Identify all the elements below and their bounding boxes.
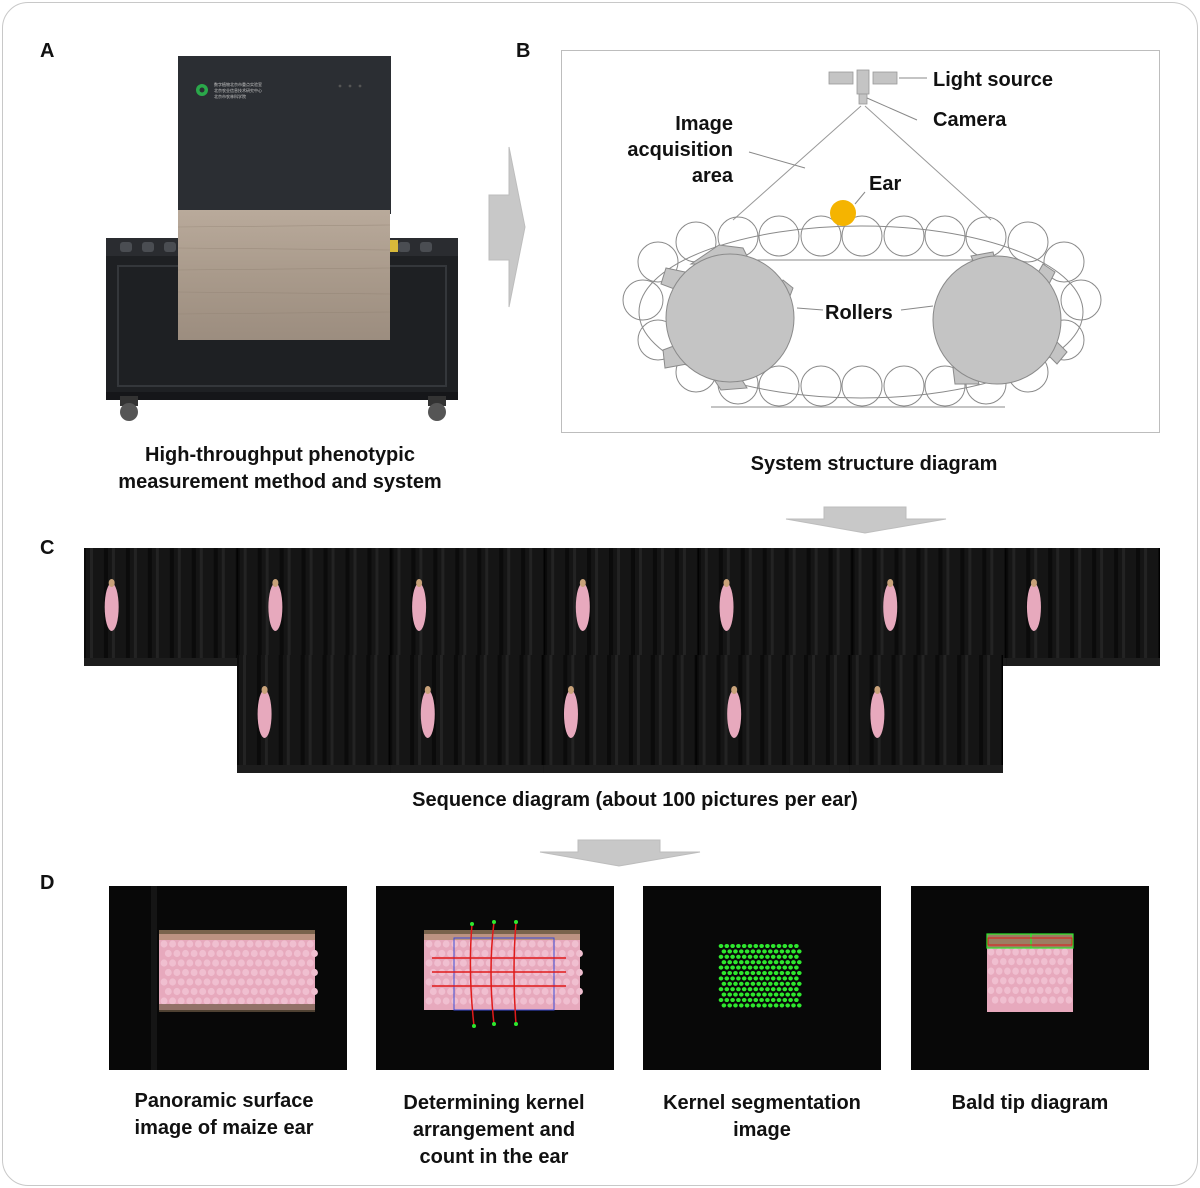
maize-ear-icon	[412, 583, 427, 631]
image-area-label-line2: acquisition	[627, 139, 733, 161]
maize-ear-icon	[1026, 583, 1041, 631]
d-caption-bald-tip-line1: Bald tip diagram	[951, 1092, 1109, 1114]
maize-ear-icon	[268, 583, 283, 631]
light-source-label: Light source	[933, 69, 1053, 91]
system-structure-diagram: Light source Camera Image acquisition ar…	[561, 50, 1160, 433]
d-caption-segmentation: Kernel segmentation image	[642, 1090, 882, 1144]
roller-left	[660, 244, 795, 391]
d-caption-arrangement-line1: Determining kernel	[403, 1092, 585, 1114]
d-caption-panoramic-line2: image of maize ear	[134, 1117, 314, 1139]
panel-a-caption: High-throughput phenotypic measurement m…	[80, 442, 480, 496]
panel-d-letter: D	[40, 872, 55, 894]
kernel-segmentation-image	[643, 886, 881, 1070]
machine-logo-line3: 北京市农林科学院	[214, 93, 246, 99]
maize-ear-icon	[727, 690, 742, 738]
kernel-arrangement-image	[376, 886, 614, 1070]
d-caption-arrangement-line3: count in the ear	[419, 1146, 569, 1168]
maize-ear-icon	[257, 690, 272, 738]
ear-label: Ear	[869, 173, 901, 195]
panel-a-letter: A	[40, 40, 55, 62]
image-area-label-line3: area	[692, 165, 734, 187]
ear-marker	[830, 200, 856, 226]
arrow-b-to-c	[785, 506, 947, 534]
sequence-frame	[849, 655, 1003, 773]
arrow-a-to-b	[488, 146, 526, 308]
camera-icon	[856, 69, 870, 105]
machine-photo: 数字植物北京市重点实验室 北京农业信息技术研究中心 北京市农林科学院	[106, 56, 458, 421]
d-caption-panoramic: Panoramic surface image of maize ear	[104, 1088, 344, 1142]
panel-c-caption: Sequence diagram (about 100 pictures per…	[412, 789, 858, 811]
sequence-frame	[698, 548, 853, 666]
sequence-row-1	[84, 548, 1160, 666]
panel-a-caption-line2: measurement method and system	[118, 471, 442, 493]
sequence-frame	[545, 548, 699, 666]
d-caption-segmentation-line1: Kernel segmentation	[663, 1092, 861, 1114]
panel-a-caption-line1: High-throughput phenotypic	[145, 444, 415, 466]
machine-logo-line2: 北京农业信息技术研究中心	[214, 87, 262, 93]
panel-c-letter: C	[40, 537, 55, 559]
maize-ear-icon	[563, 690, 578, 738]
sequence-frame	[84, 548, 238, 666]
panoramic-surface-image	[109, 886, 347, 1070]
machine-logo-line1: 数字植物北京市重点实验室	[214, 81, 262, 87]
d-caption-panoramic-line1: Panoramic surface	[134, 1090, 314, 1112]
caster-wheel-left	[120, 396, 138, 421]
panel-b-letter: B	[516, 40, 531, 62]
d-caption-bald-tip: Bald tip diagram	[910, 1090, 1150, 1117]
rollers-label: Rollers	[825, 302, 893, 324]
machine-logo-icon	[196, 84, 208, 96]
seq-row-1-frames	[84, 548, 1160, 666]
arrow-c-to-d	[539, 839, 701, 867]
sequence-frame	[543, 655, 697, 773]
d-caption-segmentation-line2: image	[733, 1119, 791, 1141]
maize-ear-icon	[870, 690, 885, 738]
sequence-frame	[237, 548, 392, 666]
maize-ear-icon	[104, 583, 119, 631]
light-source-icon	[828, 71, 898, 85]
sequence-frame	[390, 655, 544, 773]
seq-row-2-frames	[237, 655, 1003, 773]
maize-ear-icon	[719, 583, 734, 631]
sequence-frame	[237, 655, 391, 773]
sequence-frame	[852, 548, 1007, 666]
maize-ear-icon	[575, 583, 590, 631]
sequence-frame	[696, 655, 850, 773]
panel-b-caption: System structure diagram	[750, 453, 998, 475]
sequence-frame	[1006, 548, 1160, 666]
roller-right	[932, 251, 1068, 385]
maize-ear-icon	[883, 583, 898, 631]
d-caption-arrangement: Determining kernel arrangement and count…	[374, 1090, 614, 1171]
maize-ear-icon	[420, 690, 435, 738]
image-area-label-line1: Image	[675, 113, 733, 135]
sequence-frame	[391, 548, 546, 666]
bald-tip-image	[911, 886, 1149, 1070]
camera-label: Camera	[933, 109, 1007, 131]
caster-wheel-right	[428, 396, 446, 421]
d-caption-arrangement-line2: arrangement and	[412, 1119, 576, 1141]
sequence-row-2	[237, 655, 1003, 773]
